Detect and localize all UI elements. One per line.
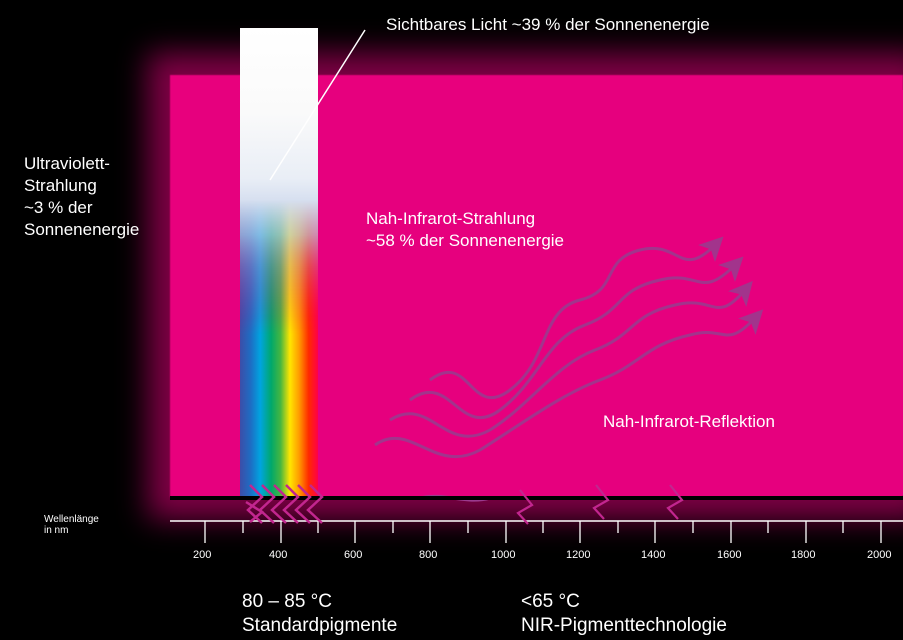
visible-light-label: Sichtbares Licht ~39 % der Sonnenenergie xyxy=(386,15,710,34)
uv-label-line2: Strahlung xyxy=(24,176,97,196)
reflection-wave-3 xyxy=(389,280,753,438)
nir-reflection-waves xyxy=(374,236,764,458)
reflection-wave-2 xyxy=(409,256,744,419)
visible-light-callout-line xyxy=(269,29,366,181)
wavelength-axis-label: Wellenlänge in nm xyxy=(44,514,99,536)
tick-label-200: 200 xyxy=(193,549,212,561)
uv-label-line1: Ultraviolett- xyxy=(24,154,110,173)
wavelength-axis-label-line1: Wellenlänge xyxy=(44,514,99,525)
nir-pigments-label: <65 °C NIR-Pigmenttechnologie xyxy=(521,590,727,638)
nir-pigments-temp: <65 °C xyxy=(521,591,580,612)
ground-strip xyxy=(170,496,903,500)
tick-label-1200: 1200 xyxy=(566,549,591,561)
nir-pigments-name: NIR-Pigmenttechnologie xyxy=(521,614,727,636)
tick-label-1600: 1600 xyxy=(717,549,742,561)
nir-label-line2: ~58 % der Sonnenenergie xyxy=(366,231,565,251)
standard-pigments-label: 80 – 85 °C Standardpigmente xyxy=(242,590,397,638)
tick-label-1800: 1800 xyxy=(791,549,816,561)
visible-spectrum-colors xyxy=(240,200,318,498)
uv-label-line3: ~3 % der xyxy=(24,198,93,218)
wavelength-axis-ticks xyxy=(204,521,882,543)
nir-incoming-arrows xyxy=(516,484,684,525)
nir-radiation-label: Nah-Infrarot-Strahlung ~58 % der Sonnene… xyxy=(366,208,564,252)
tick-label-2000: 2000 xyxy=(867,549,892,561)
uv-radiation-label: Ultraviolett- Strahlung ~3 % der Sonnene… xyxy=(24,153,139,241)
standard-pigments-name: Standardpigmente xyxy=(242,614,398,636)
nir-label-line1: Nah-Infrarot-Strahlung xyxy=(366,209,536,228)
tick-label-1000: 1000 xyxy=(491,549,516,561)
tick-label-1400: 1400 xyxy=(641,549,666,561)
nir-reflection-label: Nah-Infrarot-Reflektion xyxy=(603,412,775,431)
reflection-wave-1 xyxy=(429,236,724,399)
wavelength-axis-label-line2: in nm xyxy=(44,525,69,536)
uv-label-line4: Sonnenenergie xyxy=(24,220,140,240)
tick-label-400: 400 xyxy=(269,549,288,561)
tick-label-800: 800 xyxy=(419,549,438,561)
standard-pigments-temp: 80 – 85 °C xyxy=(242,591,332,612)
reflection-wave-4 xyxy=(374,309,764,458)
tick-label-600: 600 xyxy=(344,549,363,561)
absorbed-radiation-arrows xyxy=(245,484,324,524)
